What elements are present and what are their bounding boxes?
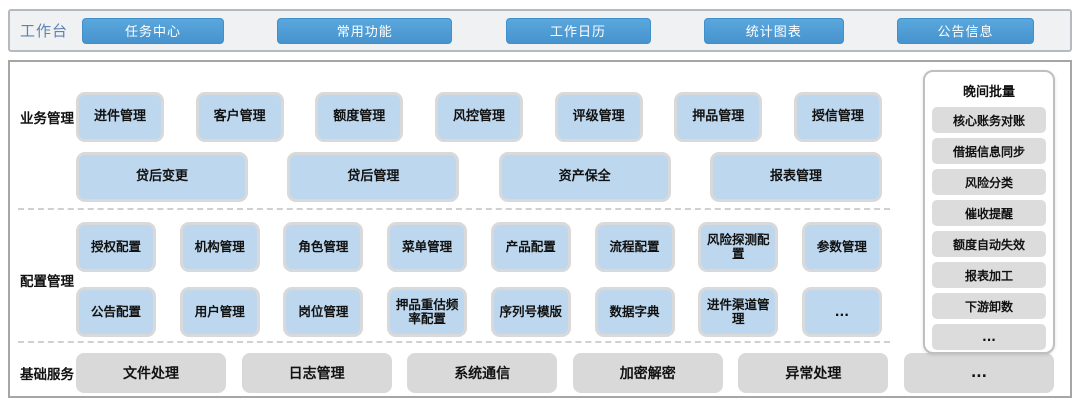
- service-card[interactable]: ...: [903, 353, 1054, 393]
- business-cards-area: 进件管理客户管理额度管理风控管理评级管理押品管理授信管理 贷后变更贷后管理资产保…: [76, 92, 882, 202]
- module-card[interactable]: 授信管理: [793, 92, 882, 142]
- topbar-button[interactable]: 工作日历: [505, 17, 651, 44]
- night-batch-item[interactable]: 报表加工: [932, 262, 1046, 288]
- module-card[interactable]: 授权配置: [76, 222, 156, 272]
- night-batch-title: 晚间批量: [962, 85, 1015, 100]
- base-cards-area: 文件处理日志管理系统通信加密解密异常处理...: [76, 353, 1054, 393]
- section-label-base: 基础服务: [20, 367, 74, 383]
- night-batch-item[interactable]: ...: [932, 324, 1046, 350]
- module-card[interactable]: 押品重估频率配置: [387, 287, 468, 337]
- module-card[interactable]: 菜单管理: [387, 222, 468, 272]
- module-card[interactable]: 客户管理: [195, 92, 284, 142]
- topbar-button[interactable]: 公告信息: [897, 17, 1034, 44]
- module-card[interactable]: 用户管理: [179, 287, 260, 337]
- night-batch-item[interactable]: 下游卸数: [932, 293, 1046, 319]
- module-card[interactable]: 产品配置: [490, 222, 571, 272]
- topbar-button[interactable]: 常用功能: [277, 17, 453, 44]
- workbench-topbar: 工作台 任务中心 常用功能 工作日历 统计图表 公告信息: [8, 9, 1072, 52]
- service-card[interactable]: 加密解密: [572, 353, 723, 393]
- section-label-business: 业务管理: [20, 111, 74, 127]
- base-row: 文件处理日志管理系统通信加密解密异常处理...: [76, 353, 1054, 393]
- workbench-label: 工作台: [20, 22, 69, 40]
- night-batch-item[interactable]: 核心账务对账: [932, 107, 1046, 133]
- module-card[interactable]: ...: [801, 287, 882, 337]
- module-card[interactable]: 参数管理: [801, 222, 882, 272]
- module-card[interactable]: 机构管理: [179, 222, 260, 272]
- service-card[interactable]: 日志管理: [241, 353, 392, 393]
- module-card[interactable]: 报表管理: [709, 152, 882, 202]
- module-card[interactable]: 资产保全: [498, 152, 671, 202]
- module-card[interactable]: 公告配置: [76, 287, 156, 337]
- module-card[interactable]: 进件渠道管理: [698, 287, 779, 337]
- module-card[interactable]: 流程配置: [594, 222, 675, 272]
- section-config-management: 配置管理 授权配置机构管理角色管理菜单管理产品配置流程配置风险探测配置参数管理 …: [10, 222, 882, 337]
- main-panel: 业务管理 进件管理客户管理额度管理风控管理评级管理押品管理授信管理 贷后变更贷后…: [8, 60, 1072, 398]
- config-row-2: 公告配置用户管理岗位管理押品重估频率配置序列号模版数据字典进件渠道管理...: [76, 287, 882, 337]
- section-label-config: 配置管理: [20, 273, 74, 290]
- module-card[interactable]: 岗位管理: [283, 287, 364, 337]
- night-batch-list: 核心账务对账借据信息同步风险分类催收提醒额度自动失效报表加工下游卸数...: [932, 107, 1046, 350]
- night-batch-item[interactable]: 催收提醒: [932, 200, 1046, 226]
- topbar-button-group: 任务中心 常用功能 工作日历 统计图表 公告信息: [82, 17, 1034, 44]
- section-basic-services: 基础服务 文件处理日志管理系统通信加密解密异常处理...: [10, 353, 1054, 393]
- module-card[interactable]: 序列号模版: [490, 287, 571, 337]
- config-row-1: 授权配置机构管理角色管理菜单管理产品配置流程配置风险探测配置参数管理: [76, 222, 882, 272]
- module-card[interactable]: 评级管理: [554, 92, 643, 142]
- module-card[interactable]: 贷后管理: [287, 152, 460, 202]
- module-card[interactable]: 角色管理: [283, 222, 364, 272]
- module-card[interactable]: 数据字典: [594, 287, 675, 337]
- module-card[interactable]: 风控管理: [434, 92, 523, 142]
- night-batch-item[interactable]: 额度自动失效: [932, 231, 1046, 257]
- module-card[interactable]: 风险探测配置: [698, 222, 779, 272]
- night-batch-panel: 晚间批量 核心账务对账借据信息同步风险分类催收提醒额度自动失效报表加工下游卸数.…: [923, 70, 1055, 354]
- service-card[interactable]: 异常处理: [738, 353, 889, 393]
- business-row-1: 进件管理客户管理额度管理风控管理评级管理押品管理授信管理: [76, 92, 882, 142]
- dashed-divider: [18, 208, 890, 210]
- module-card[interactable]: 额度管理: [315, 92, 404, 142]
- business-row-2: 贷后变更贷后管理资产保全报表管理: [76, 152, 882, 202]
- module-card[interactable]: 押品管理: [674, 92, 763, 142]
- night-batch-item[interactable]: 借据信息同步: [932, 138, 1046, 164]
- section-business-management: 业务管理 进件管理客户管理额度管理风控管理评级管理押品管理授信管理 贷后变更贷后…: [10, 92, 882, 202]
- service-card[interactable]: 文件处理: [76, 353, 226, 393]
- service-card[interactable]: 系统通信: [407, 353, 558, 393]
- config-cards-area: 授权配置机构管理角色管理菜单管理产品配置流程配置风险探测配置参数管理 公告配置用…: [76, 222, 882, 337]
- topbar-button[interactable]: 统计图表: [703, 17, 844, 44]
- dashed-divider: [18, 341, 890, 343]
- module-card[interactable]: 进件管理: [76, 92, 164, 142]
- module-card[interactable]: 贷后变更: [76, 152, 248, 202]
- topbar-button[interactable]: 任务中心: [82, 17, 224, 44]
- night-batch-item[interactable]: 风险分类: [932, 169, 1046, 195]
